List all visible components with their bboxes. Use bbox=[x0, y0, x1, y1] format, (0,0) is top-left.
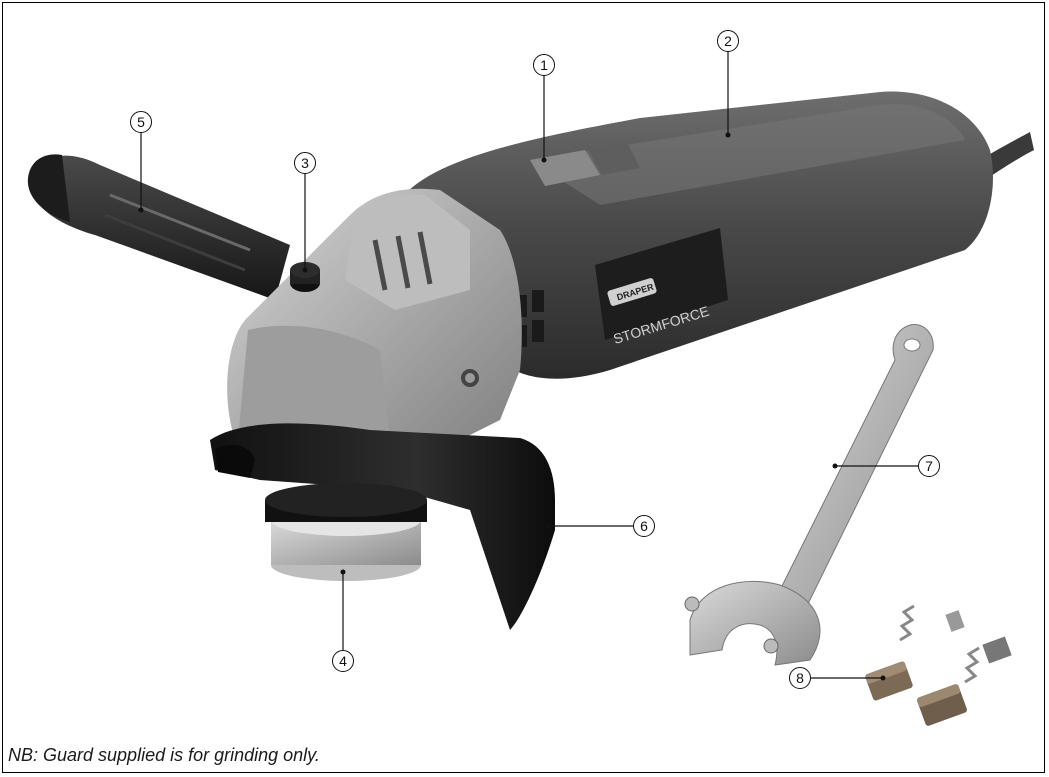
leader-dots bbox=[138, 132, 886, 681]
callout-8: 8 bbox=[789, 667, 811, 689]
spindle-flange bbox=[265, 483, 427, 581]
power-cord bbox=[980, 132, 1034, 180]
spanner-wrench bbox=[684, 324, 934, 666]
leader-lines bbox=[140, 52, 918, 679]
callout-7: 7 bbox=[918, 455, 940, 477]
side-handle bbox=[27, 154, 290, 300]
motor-housing: DRAPER STORMFORCE bbox=[400, 91, 993, 379]
callout-4: 4 bbox=[332, 650, 354, 672]
callout-5: 5 bbox=[130, 111, 152, 133]
grinding-guard-note: NB: Guard supplied is for grinding only. bbox=[8, 745, 320, 765]
callout-1: 1 bbox=[533, 54, 555, 76]
callout-3: 3 bbox=[294, 152, 316, 174]
callout-6: 6 bbox=[633, 515, 655, 537]
callout-2: 2 bbox=[717, 30, 739, 52]
wheel-guard bbox=[210, 423, 555, 630]
carbon-brushes bbox=[865, 604, 1012, 726]
